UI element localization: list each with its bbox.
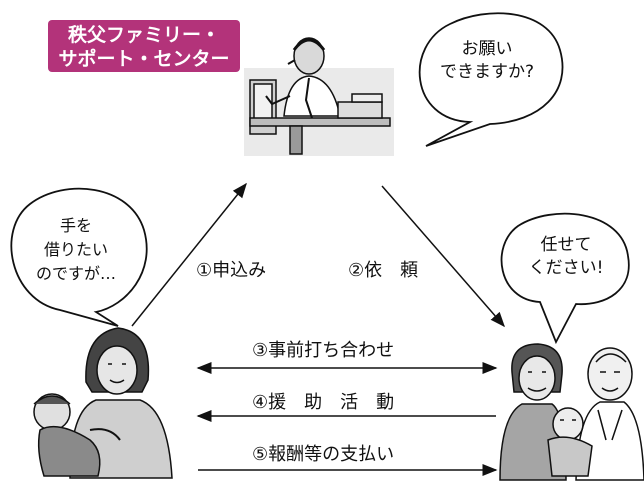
- supporter-speech-bubble: [500, 212, 630, 345]
- supporter-bubble-line-2: ください!: [528, 258, 604, 278]
- client-bubble-line-2: 借りたい: [43, 240, 108, 259]
- supporter-bubble-line-1: 任せて: [540, 235, 592, 255]
- operator-at-desk-figure: [244, 37, 394, 156]
- family-group-figure: [499, 343, 644, 481]
- step-meeting-label: ③事前打ち合わせ: [252, 340, 395, 361]
- arrow-apply: [131, 182, 247, 327]
- mother-with-baby-figure: [33, 327, 173, 479]
- step-apply-label: ①申込み: [196, 260, 267, 281]
- title-line-2: サポート・センター: [58, 48, 230, 70]
- center-bubble-text: お願い できますか?: [412, 38, 562, 84]
- supporter-bubble-text: 任せて ください!: [504, 234, 628, 280]
- title-line-1: 秩父ファミリー・: [67, 24, 220, 46]
- center-bubble-line-2: できますか?: [439, 62, 535, 82]
- client-bubble-line-3: のですが…: [35, 264, 116, 283]
- center-speech-bubble: [418, 12, 564, 147]
- client-speech-bubble: [10, 187, 148, 327]
- step-payment-label: ⑤報酬等の支払い: [252, 444, 395, 465]
- client-bubble-line-1: 手を: [59, 216, 92, 235]
- title-badge: 秩父ファミリー・ サポート・センター: [48, 20, 240, 72]
- step-request-label: ②依 頼: [348, 260, 419, 281]
- center-bubble-line-1: お願い: [461, 39, 513, 59]
- step-activity-label: ④援 助 活 動: [252, 392, 395, 413]
- client-bubble-text: 手を 借りたい のですが…: [6, 214, 146, 286]
- arrow-request: [381, 185, 505, 328]
